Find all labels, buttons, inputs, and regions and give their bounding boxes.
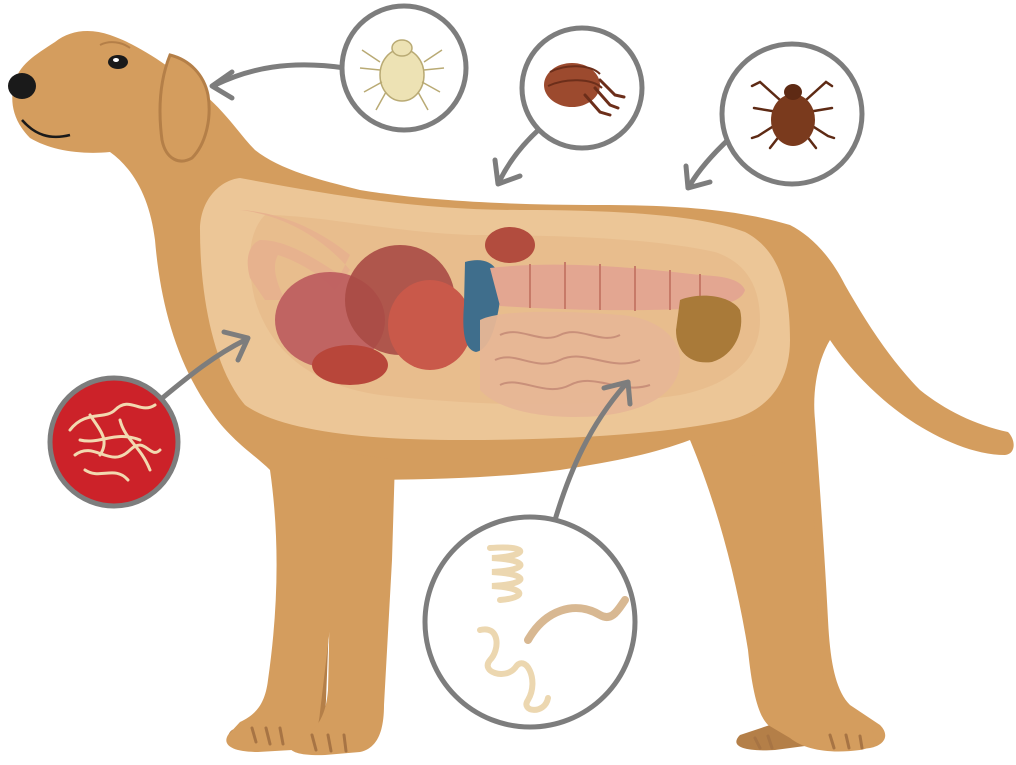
- ear-mite-arrowhead: [212, 72, 232, 98]
- dog-eye-highlight: [113, 58, 119, 62]
- dog-ear: [160, 55, 209, 161]
- liver: [312, 345, 388, 385]
- small-intestine: [480, 312, 680, 417]
- spleen: [485, 227, 535, 263]
- ear-mite-arrow: [215, 65, 345, 85]
- dog-nose: [8, 73, 36, 99]
- flea-callout: [495, 28, 642, 184]
- tick-callout: [686, 44, 862, 188]
- dog-eye: [108, 55, 128, 69]
- ear-mite-callout: [212, 6, 466, 130]
- heart: [388, 280, 472, 370]
- heartworm-circle: [50, 378, 178, 506]
- tick-arrow: [690, 138, 730, 185]
